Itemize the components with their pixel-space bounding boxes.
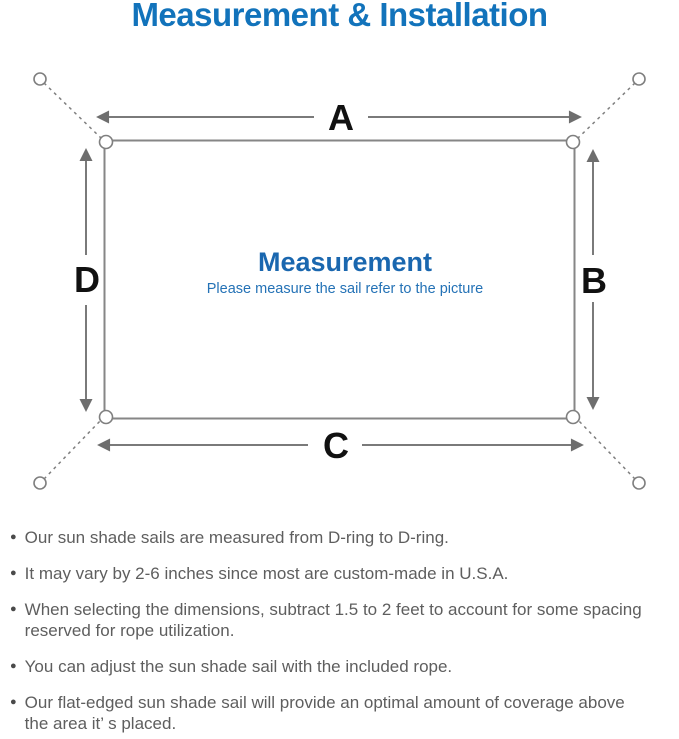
dimension-label-b: B: [581, 260, 607, 301]
sail-outline: [103, 139, 576, 420]
bullet-line: the area it’ s placed.: [24, 714, 177, 733]
anchor-point-top-left: [33, 72, 47, 86]
anchor-point-bottom-left: [33, 476, 47, 490]
list-item: ● Our sun shade sails are measured from …: [10, 527, 675, 548]
tie-line-top-left: [43, 82, 102, 139]
dimension-label-d: D: [74, 259, 100, 300]
list-item: ● Our flat-edged sun shade sail will pro…: [10, 692, 675, 734]
page-title: Measurement & Installation: [131, 0, 548, 33]
bullet-line: reserved for rope utilization.: [24, 621, 235, 640]
bullet-dot-icon: ●: [10, 603, 17, 615]
anchor-point-top-right: [632, 72, 646, 86]
diagram-center-subtitle: Please measure the sail refer to the pic…: [207, 281, 483, 297]
bullet-line: Our flat-edged sun shade sail will provi…: [24, 693, 625, 712]
tie-line-bottom-left: [43, 419, 102, 480]
anchor-point-bottom-right: [632, 476, 646, 490]
bullet-dot-icon: ●: [10, 567, 17, 579]
dimension-label-a: A: [328, 97, 354, 138]
bullet-text: Our flat-edged sun shade sail will provi…: [25, 692, 625, 734]
tie-line-bottom-right: [577, 419, 636, 480]
bullet-line: When selecting the dimensions, subtract …: [24, 600, 642, 619]
tie-line-top-right: [577, 82, 636, 139]
bullet-text: It may vary by 2-6 inches since most are…: [25, 563, 509, 584]
dimension-label-c: C: [323, 425, 349, 466]
bullet-text: Our sun shade sails are measured from D-…: [25, 527, 449, 548]
diagram-center-title: Measurement: [258, 247, 432, 277]
bullet-dot-icon: ●: [10, 696, 17, 708]
measurement-diagram: A C D B Measurement Please measure the s…: [33, 72, 646, 490]
bullet-dot-icon: ●: [10, 531, 17, 543]
list-item: ● You can adjust the sun shade sail with…: [10, 656, 675, 677]
d-ring-bottom-right: [565, 409, 581, 425]
list-item: ● When selecting the dimensions, subtrac…: [10, 599, 675, 641]
d-ring-top-right: [565, 134, 581, 150]
bullet-line: Our sun shade sails are measured from D-…: [24, 528, 449, 547]
bullet-dot-icon: ●: [10, 660, 17, 672]
list-item: ● It may vary by 2-6 inches since most a…: [10, 563, 675, 584]
bullet-text: You can adjust the sun shade sail with t…: [25, 656, 453, 677]
d-ring-bottom-left: [98, 409, 114, 425]
bullet-line: You can adjust the sun shade sail with t…: [24, 657, 453, 676]
bullet-line: It may vary by 2-6 inches since most are…: [24, 564, 509, 583]
instruction-bullet-list: ● Our sun shade sails are measured from …: [10, 527, 675, 739]
bullet-text: When selecting the dimensions, subtract …: [25, 599, 642, 641]
d-ring-top-left: [98, 134, 114, 150]
